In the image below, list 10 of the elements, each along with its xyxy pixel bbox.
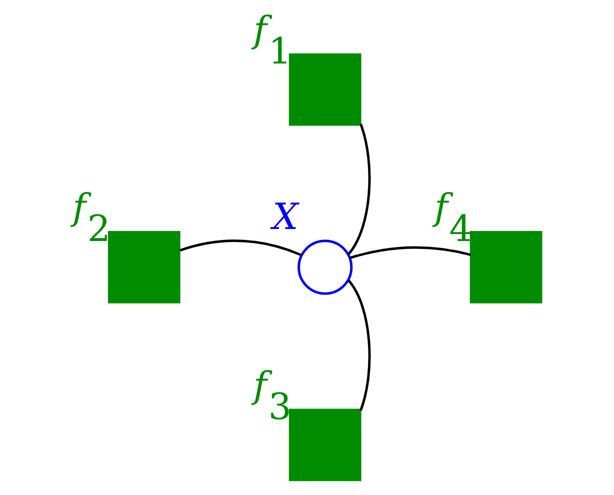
node-circle (298, 240, 353, 295)
node-box (108, 231, 180, 304)
connector (348, 280, 371, 411)
node-box (288, 53, 362, 126)
connector (349, 246, 471, 260)
connector (180, 240, 302, 256)
node-box (470, 231, 542, 304)
connector (348, 124, 371, 255)
node-box (288, 408, 362, 482)
node-label: X (272, 194, 298, 238)
